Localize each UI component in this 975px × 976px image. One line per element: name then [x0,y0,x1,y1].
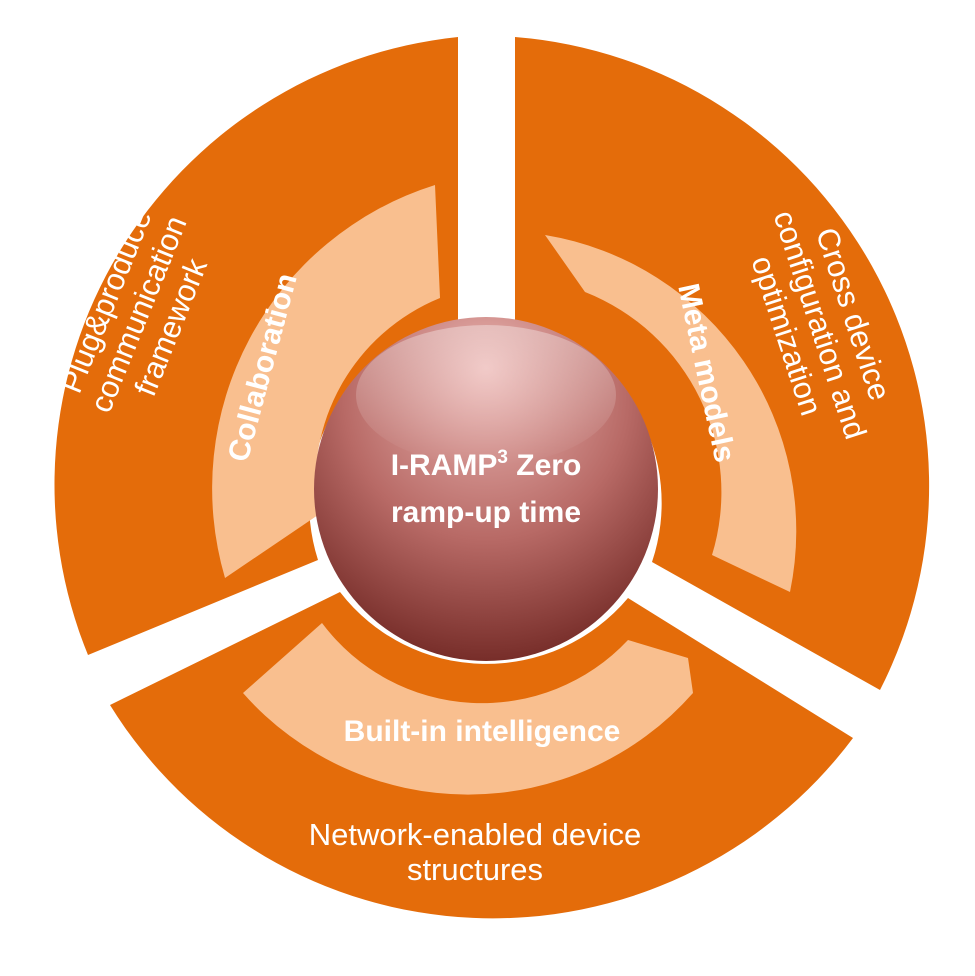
inner-band-bottom [243,623,693,795]
outer-label-bottom: Network-enabled device structures [309,817,642,887]
hub-highlight [356,325,616,465]
hub-title-line-2: ramp-up time [391,496,581,529]
inner-label-built-in-intelligence: Built-in intelligence [344,715,621,748]
inner-band-left [212,185,440,578]
svg-text:structures: structures [407,852,543,887]
hub-title-line-1: I-RAMP3 Zero [391,447,582,482]
svg-text:Network-enabled device: Network-enabled device [309,817,642,852]
inner-band-right [545,235,797,592]
